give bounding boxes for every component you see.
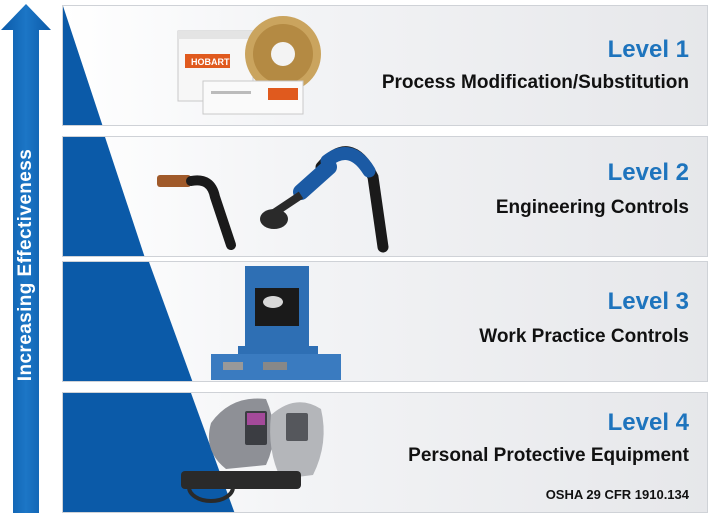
- pyramid-slice-1: [63, 6, 103, 125]
- svg-text:HOBART: HOBART: [191, 57, 230, 67]
- level-1-title: Level 1: [607, 36, 689, 63]
- arrow-label: Increasing Effectiveness: [15, 148, 36, 382]
- osha-reference: OSHA 29 CFR 1910.134: [545, 487, 689, 502]
- level-4-panel: Level 4 Personal Protective Equipment OS…: [62, 392, 708, 513]
- level-1-description: Process Modification/Substitution: [381, 72, 689, 93]
- level-1-panel: HOBART Level 1 Process Modification/Subs…: [62, 5, 708, 126]
- level-4-title: Level 4: [607, 409, 689, 436]
- level-3-title: Level 3: [607, 288, 689, 315]
- level-2-title: Level 2: [607, 159, 689, 186]
- level-4-description: Personal Protective Equipment: [408, 445, 689, 466]
- pyramid-slice-3: [63, 262, 193, 381]
- hobart-product-image: HOBART: [177, 16, 321, 115]
- welding-helmets-image: [181, 398, 324, 503]
- increasing-effectiveness-arrow: [1, 4, 51, 513]
- welding-training-booth-image: [211, 266, 341, 380]
- level-3-description: Work Practice Controls: [479, 326, 689, 347]
- level-2-panel: Level 2 Engineering Controls: [62, 136, 708, 257]
- pyramid-slice-2: [63, 137, 145, 256]
- welding-gun-and-fume-arm-image: [157, 146, 389, 253]
- level-2-description: Engineering Controls: [495, 197, 689, 218]
- level-3-panel: Level 3 Work Practice Controls: [62, 261, 708, 382]
